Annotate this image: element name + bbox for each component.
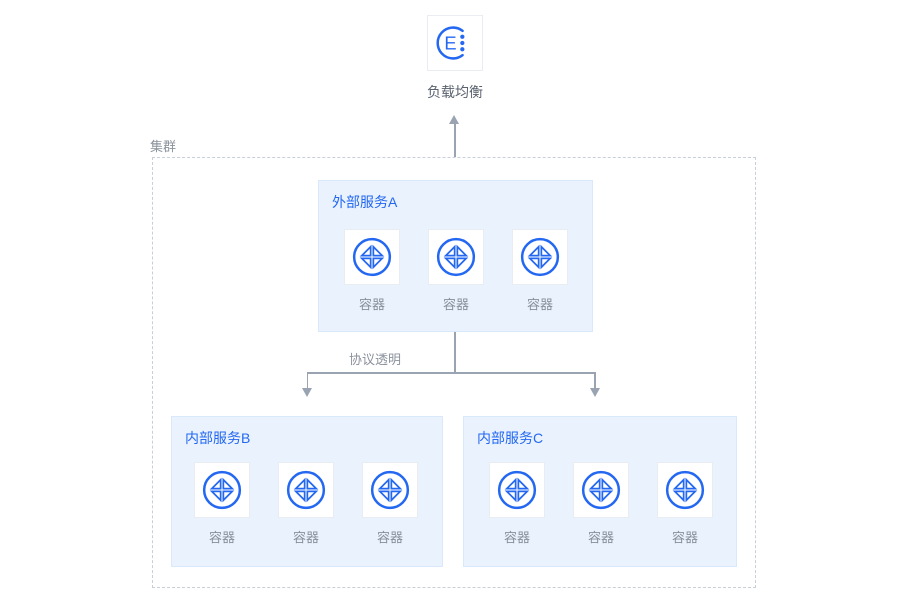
- container-label: 容器: [587, 530, 614, 545]
- container-label: 容器: [376, 530, 403, 545]
- container-item: 容器: [489, 462, 545, 546]
- container-icon: [658, 463, 712, 517]
- service-title: 内部服务B: [185, 430, 251, 446]
- container-tile: [489, 462, 545, 518]
- container-label: 容器: [526, 297, 553, 312]
- container-tile: [512, 229, 568, 285]
- load-balancer-tile: [427, 15, 483, 71]
- container-label: 容器: [442, 297, 469, 312]
- container-tile: [194, 462, 250, 518]
- container-row: 容器 容器 容器: [489, 462, 713, 546]
- down-arrowhead-right-icon: [589, 388, 600, 397]
- container-label: 容器: [358, 297, 385, 312]
- cluster-label: 集群: [150, 139, 177, 154]
- container-tile: [278, 462, 334, 518]
- container-item: 容器: [573, 462, 629, 546]
- cluster-boundary: [152, 157, 756, 588]
- protocol-transparency-label: 协议透明: [349, 352, 402, 367]
- container-icon: [345, 230, 399, 284]
- container-label: 容器: [503, 530, 530, 545]
- load-balancer-label: 负载均衡: [427, 84, 483, 100]
- down-arrowhead-left-icon: [301, 388, 312, 397]
- container-row: 容器 容器 容器: [344, 229, 568, 313]
- container-icon: [279, 463, 333, 517]
- container-item: 容器: [344, 229, 400, 313]
- container-icon: [490, 463, 544, 517]
- up-arrowhead-icon: [449, 115, 459, 124]
- split-connector-vertical: [454, 332, 456, 373]
- container-item: 容器: [428, 229, 484, 313]
- container-tile: [657, 462, 713, 518]
- split-connector-right-stub: [594, 373, 596, 389]
- load-balancer-icon: [428, 16, 482, 70]
- container-item: 容器: [194, 462, 250, 546]
- container-icon: [429, 230, 483, 284]
- split-connector-horizontal: [306, 372, 596, 374]
- container-item: 容器: [362, 462, 418, 546]
- up-connector-line: [454, 123, 456, 157]
- service-box-external-a: 外部服务A 容器 容器 容器: [318, 180, 593, 332]
- container-label: 容器: [671, 530, 698, 545]
- container-icon: [363, 463, 417, 517]
- container-icon: [574, 463, 628, 517]
- service-box-internal-c: 内部服务C 容器 容器 容器: [463, 416, 737, 567]
- service-title: 外部服务A: [332, 194, 398, 210]
- container-icon: [195, 463, 249, 517]
- container-label: 容器: [208, 530, 235, 545]
- split-connector-left-stub: [306, 373, 308, 389]
- container-item: 容器: [657, 462, 713, 546]
- service-title: 内部服务C: [477, 430, 544, 446]
- container-item: 容器: [512, 229, 568, 313]
- container-tile: [573, 462, 629, 518]
- container-tile: [344, 229, 400, 285]
- container-tile: [362, 462, 418, 518]
- container-item: 容器: [278, 462, 334, 546]
- service-box-internal-b: 内部服务B 容器 容器 容器: [171, 416, 443, 567]
- container-label: 容器: [292, 530, 319, 545]
- container-tile: [428, 229, 484, 285]
- container-row: 容器 容器 容器: [194, 462, 418, 546]
- container-icon: [513, 230, 567, 284]
